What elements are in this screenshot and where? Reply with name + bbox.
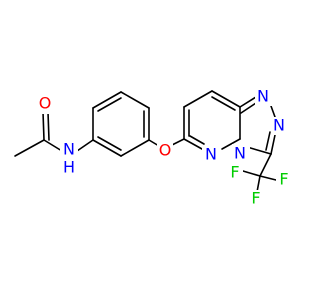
nitrogen-aryl-bond bbox=[76, 139, 94, 152]
fluorine-left-label: F bbox=[230, 163, 239, 182]
benzene-bond-2 bbox=[92, 91, 122, 109]
bridgehead-nitrogen-label: N bbox=[234, 144, 246, 163]
cf3-f3-bond bbox=[242, 170, 261, 177]
fluorine-bottom-label: F bbox=[251, 189, 260, 208]
methyl-carbonyl-bond bbox=[14, 139, 45, 157]
triazole-bond-3-inner bbox=[265, 131, 271, 151]
ether-oxygen-label: O bbox=[159, 141, 172, 160]
cf3-f1-bond bbox=[259, 175, 277, 181]
structure-diagram: O N H O N N N N F F F bbox=[14, 86, 292, 208]
pyridazine-bond-2 bbox=[183, 90, 213, 108]
benzene-bond-3 bbox=[120, 91, 150, 109]
carbonyl-double-bond-a bbox=[42, 111, 45, 141]
carbonyl-double-bond-b bbox=[47, 111, 50, 141]
ring-cf3-bond bbox=[259, 153, 272, 177]
pyridazine-bond-5 bbox=[221, 138, 241, 150]
fluorine-right-label: F bbox=[279, 170, 288, 189]
triazole-bond-1 bbox=[239, 96, 257, 108]
benzene-bond-2-inner bbox=[97, 97, 122, 112]
benzene-bond-6-inner bbox=[97, 136, 122, 151]
triazole-nitrogen-1-label: N bbox=[257, 87, 269, 106]
triazole-nitrogen-2-label: N bbox=[273, 116, 285, 135]
triazole-bond-4 bbox=[246, 146, 272, 155]
triazole-bond-1-inner bbox=[240, 102, 257, 114]
cf3-f2-bond bbox=[256, 175, 261, 193]
triazole-bond-2 bbox=[270, 105, 276, 118]
molecule-drawing: O N H O N N N N F F F bbox=[14, 86, 292, 208]
pyridazine-nitrogen-label: N bbox=[205, 145, 217, 164]
pyridazine-bond-3-inner bbox=[211, 96, 236, 111]
pyridazine-bond-3 bbox=[211, 90, 241, 108]
benzene-bond-6 bbox=[92, 139, 122, 157]
amide-hydrogen-label: H bbox=[63, 158, 75, 177]
triazole-bond-3 bbox=[270, 134, 276, 155]
carbonyl-oxygen-label: O bbox=[39, 94, 52, 113]
pyridazine-bond-6-inner bbox=[189, 135, 205, 145]
bond-layer bbox=[14, 90, 277, 193]
amide-nitrogen-label: N bbox=[63, 140, 75, 159]
carbonyl-nitrogen-bond bbox=[43, 139, 63, 152]
atom-label-layer: O N H O N N N N F F F bbox=[36, 87, 292, 208]
benzene-bond-5 bbox=[120, 139, 150, 157]
pyridazine-bond-6 bbox=[183, 138, 203, 150]
